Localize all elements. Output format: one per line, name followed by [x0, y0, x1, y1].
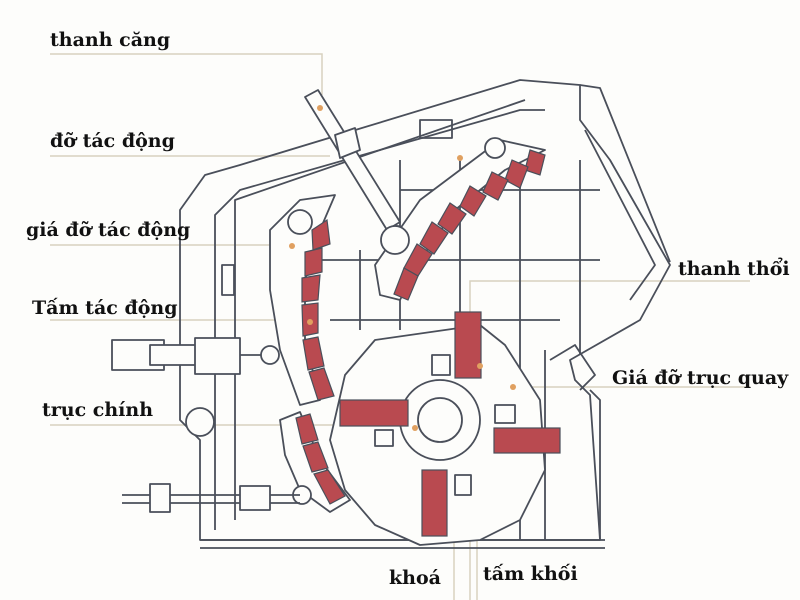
blow-bar-left	[339, 399, 409, 427]
labels: thanh căng đỡ tác động giá đỡ tác động T…	[26, 29, 790, 589]
rotor	[329, 311, 561, 546]
blow-bar-bottom	[421, 469, 448, 537]
label-impact-frame: giá đỡ tác động	[26, 219, 190, 241]
blow-bar-right	[493, 427, 561, 454]
lower-apron	[279, 411, 351, 513]
label-impact-plate: Tấm tác động	[32, 297, 178, 319]
label-tension-rod: thanh căng	[50, 29, 170, 51]
label-blow-bar: thanh thổi	[678, 256, 790, 280]
adjusting-rods	[111, 337, 300, 513]
upper-impact-frame	[374, 137, 546, 301]
tension-rod	[304, 89, 407, 245]
label-impact-support: đỡ tác động	[50, 130, 175, 152]
label-lock: khoá	[389, 567, 441, 589]
main-shaft	[417, 397, 463, 443]
crusher-housing	[179, 79, 671, 549]
access-handle	[419, 119, 453, 139]
left-impact-frame	[269, 194, 336, 406]
label-block-plate: tấm khối	[483, 563, 578, 585]
blow-bar-top	[454, 311, 482, 379]
label-rotor-support: Giá đỡ trục quay	[612, 367, 789, 389]
label-main-shaft: trục chính	[42, 399, 153, 421]
leader-tension-rod	[50, 53, 323, 95]
